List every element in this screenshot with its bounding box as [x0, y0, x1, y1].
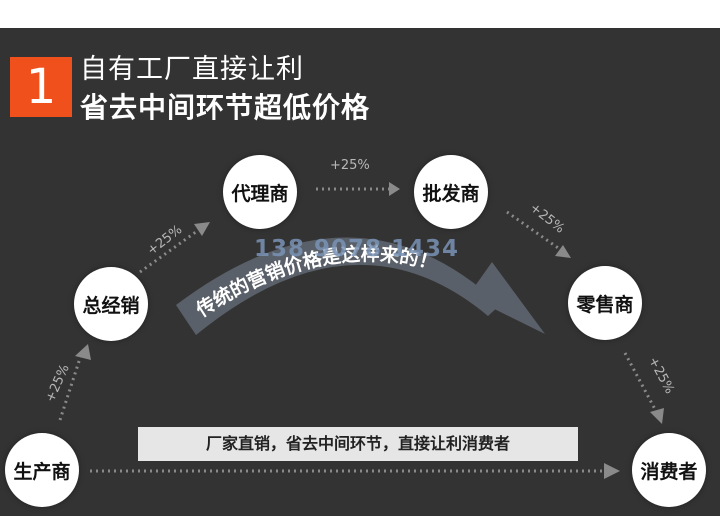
node-consumer: 消费者 — [632, 433, 706, 507]
connector-wholesaler-retailer — [506, 210, 562, 252]
heading-line-2: 省去中间环节超低价格 — [80, 91, 371, 124]
traditional-price-arc-arrow — [176, 237, 545, 335]
arrowhead-retailer — [555, 245, 571, 258]
watermark-phone-number: 138 9078 1434 — [254, 236, 460, 262]
arrowhead-consumer — [650, 408, 664, 424]
direct-sale-banner-text: 厂家直销，省去中间环节，直接让利消费者 — [205, 434, 510, 453]
heading-line-1: 自有工厂直接让利 — [80, 54, 304, 85]
arrowhead-agent — [194, 222, 210, 236]
node-retailer: 零售商 — [568, 266, 642, 340]
arrowhead-wholesaler — [389, 182, 400, 196]
arrowhead-distributor — [75, 344, 91, 360]
node-agent: 代理商 — [223, 155, 297, 229]
direct-sale-banner: 厂家直销，省去中间环节，直接让利消费者 — [138, 427, 578, 461]
markup-label-agent-wholesaler: +25% — [330, 158, 370, 173]
step-number-badge: 1 — [10, 57, 72, 117]
connector-distributor-agent — [139, 227, 201, 274]
node-general-distributor: 总经销 — [74, 267, 148, 341]
node-producer: 生产商 — [5, 433, 79, 507]
node-wholesaler: 批发商 — [414, 155, 488, 229]
arrowhead-direct-consumer — [604, 463, 620, 479]
